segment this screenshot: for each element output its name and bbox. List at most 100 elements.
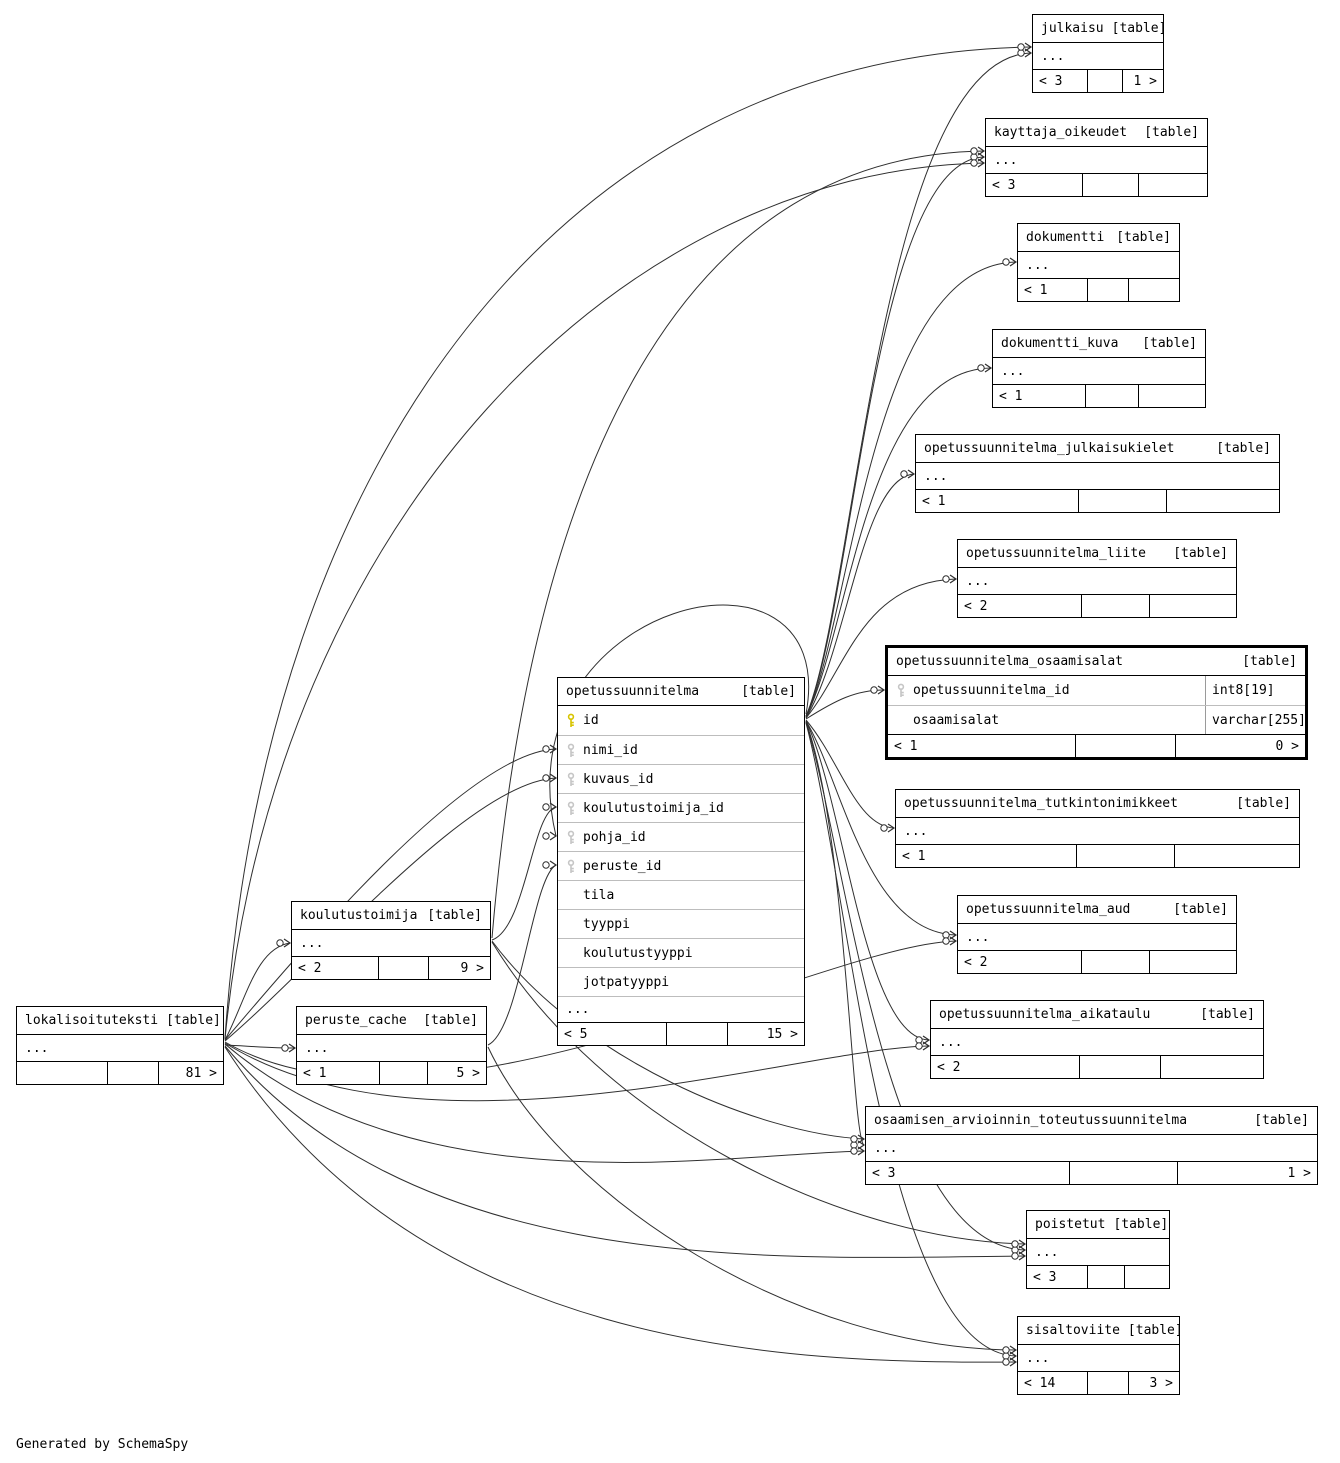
table-footer: < 2 <box>958 594 1236 617</box>
edge-dot-icon <box>970 159 978 167</box>
table-header[interactable]: opetussuunnitelma_liite[table] <box>958 540 1236 568</box>
edge-arrow-icon <box>857 1146 866 1156</box>
table-header[interactable]: opetussuunnitelma_aikataulu[table] <box>931 1001 1263 1029</box>
footer-children-count <box>1159 1056 1263 1078</box>
footer-children-count: 5 > <box>426 1062 486 1084</box>
table-tag: [table] <box>741 684 796 699</box>
foreign-key-icon <box>896 683 913 698</box>
table-header[interactable]: dokumentti[table] <box>1018 224 1179 252</box>
table-header[interactable]: opetussuunnitelma[table] <box>558 678 804 706</box>
table-opetussuunnitelma_aud[interactable]: opetussuunnitelma_aud[table]...< 2 <box>957 895 1237 974</box>
footer-parents-count: < 2 <box>964 598 988 614</box>
table-osaamisen_arvioinnin_toteutussuunnitelma[interactable]: osaamisen_arvioinnin_toteutussuunnitelma… <box>865 1106 1318 1185</box>
table-header[interactable]: sisaltoviite[table] <box>1018 1317 1183 1345</box>
footer-children-count <box>1149 595 1236 617</box>
columns-ellipsis: ... <box>25 1040 49 1056</box>
footer-spacer <box>1080 595 1149 617</box>
columns-ellipsis: ... <box>558 996 804 1022</box>
table-kayttaja_oikeudet[interactable]: kayttaja_oikeudet[table]...< 3 <box>985 118 1208 197</box>
foreign-key-icon <box>566 859 583 874</box>
table-opetussuunnitelma_liite[interactable]: opetussuunnitelma_liite[table]...< 2 <box>957 539 1237 618</box>
edge-arrow-icon <box>283 938 292 948</box>
table-tag: [table] <box>1254 1113 1309 1128</box>
fk-edge-opetussuunnitelma-julkaisu <box>805 52 1032 717</box>
column-name: tyyppi <box>583 916 630 932</box>
fk-edge-peruste_cache-opetussuunnitelma <box>487 864 557 1046</box>
edge-dot-icon <box>850 1135 858 1143</box>
edge-arrow-icon <box>977 146 986 156</box>
table-title: opetussuunnitelma_tutkintonimikkeet <box>904 796 1178 811</box>
edge-dot-icon <box>850 1141 858 1149</box>
columns-ellipsis: ... <box>904 823 928 839</box>
table-header[interactable]: opetussuunnitelma_julkaisukielet[table] <box>916 435 1279 463</box>
fk-edge-lokalisoituteksti-koulutustoimija <box>224 942 291 1041</box>
table-header[interactable]: lokalisoituteksti[table] <box>17 1007 223 1035</box>
columns-ellipsis: ... <box>1001 363 1025 379</box>
edge-dot-icon <box>942 937 950 945</box>
table-lokalisoituteksti[interactable]: lokalisoituteksti[table]...81 > <box>16 1006 224 1085</box>
footer-spacer <box>1078 490 1166 512</box>
column-name: jotpatyyppi <box>583 974 670 990</box>
table-header[interactable]: peruste_cache[table] <box>297 1007 486 1035</box>
edge-dot-icon <box>281 1044 289 1052</box>
footer-children-count: 3 > <box>1128 1372 1179 1394</box>
footer-parents-count <box>17 1062 107 1084</box>
table-header[interactable]: opetussuunnitelma_osaamisalat[table] <box>888 648 1305 676</box>
footer-spacer <box>1078 1056 1160 1078</box>
footer-spacer <box>378 1062 427 1084</box>
table-footer: < 1 <box>916 489 1279 512</box>
edge-arrow-icon <box>549 860 558 870</box>
edge-dot-icon <box>1011 1252 1019 1260</box>
table-header[interactable]: julkaisu[table] <box>1033 15 1166 43</box>
footer-parents-count: < 3 <box>872 1165 896 1181</box>
table-tag: [table] <box>1113 1217 1169 1232</box>
table-tag: [table] <box>1242 654 1297 669</box>
columns-ellipsis: ... <box>994 152 1018 168</box>
edge-arrow-icon <box>1018 1239 1027 1249</box>
table-opetussuunnitelma_aikataulu[interactable]: opetussuunnitelma_aikataulu[table]...< 2 <box>930 1000 1264 1079</box>
edge-arrow-icon <box>549 802 558 812</box>
footer-children-count: 0 > <box>1175 735 1305 757</box>
table-header[interactable]: kayttaja_oikeudet[table] <box>986 119 1207 147</box>
edge-dot-icon <box>977 364 985 372</box>
table-dokumentti_kuva[interactable]: dokumentti_kuva[table]...< 1 <box>992 329 1206 408</box>
table-dokumentti[interactable]: dokumentti[table]...< 1 <box>1017 223 1180 302</box>
columns-ellipsis: ... <box>300 935 324 951</box>
column-name: pohja_id <box>583 829 646 845</box>
foreign-key-icon <box>566 772 583 787</box>
table-opetussuunnitelma_julkaisukielet[interactable]: opetussuunnitelma_julkaisukielet[table].… <box>915 434 1280 513</box>
table-title: dokumentti <box>1026 230 1105 245</box>
table-tag: [table] <box>1127 1323 1183 1338</box>
table-header[interactable]: dokumentti_kuva[table] <box>993 330 1205 358</box>
table-title: osaamisen_arvioinnin_toteutussuunnitelma <box>874 1113 1188 1128</box>
columns-ellipsis: ... <box>305 1040 329 1056</box>
edge-arrow-icon <box>549 773 558 783</box>
table-opetussuunnitelma_tutkintonimikkeet[interactable]: opetussuunnitelma_tutkintonimikkeet[tabl… <box>895 789 1300 868</box>
footer-parents-count: < 1 <box>902 848 926 864</box>
table-opetussuunnitelma_osaamisalat[interactable]: opetussuunnitelma_osaamisalat[table]opet… <box>885 645 1308 760</box>
edge-arrow-icon <box>977 158 986 168</box>
table-header[interactable]: opetussuunnitelma_aud[table] <box>958 896 1236 924</box>
table-header[interactable]: osaamisen_arvioinnin_toteutussuunnitelma… <box>866 1107 1317 1135</box>
foreign-key-icon <box>566 801 583 816</box>
table-poistetut[interactable]: poistetut[table]...< 3 <box>1026 1210 1170 1289</box>
column-name: opetussuunnitelma_id <box>913 683 1070 698</box>
table-header[interactable]: opetussuunnitelma_tutkintonimikkeet[tabl… <box>896 790 1299 818</box>
fk-edge-opetussuunnitelma-opetussuunnitelma_aud <box>805 720 957 936</box>
edge-dot-icon <box>1002 1346 1010 1354</box>
table-tag: [table] <box>427 908 482 923</box>
footer-children-count: 9 > <box>427 957 490 979</box>
table-header[interactable]: koulutustoimija[table] <box>292 902 490 930</box>
fk-edge-opetussuunnitelma-opetussuunnitelma_julkaisukielet <box>805 473 915 719</box>
table-title: julkaisu <box>1041 21 1104 36</box>
table-header[interactable]: poistetut[table] <box>1027 1211 1169 1239</box>
